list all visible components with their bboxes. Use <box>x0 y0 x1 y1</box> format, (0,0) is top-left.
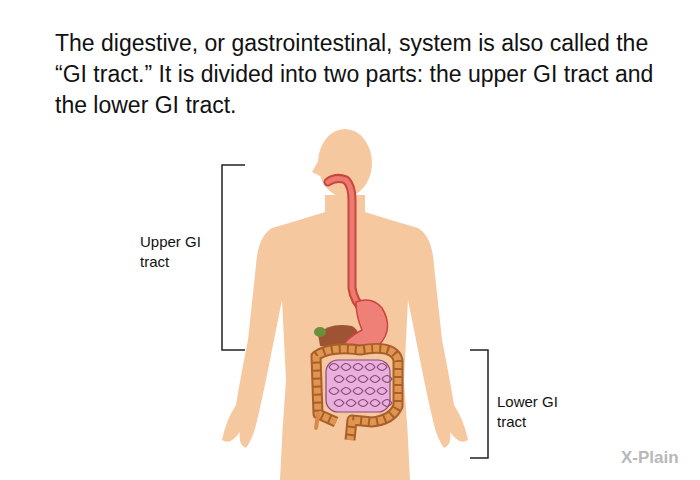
digestive-organs <box>314 178 398 440</box>
body-silhouette <box>222 129 468 480</box>
intestine-coil <box>358 400 368 407</box>
brackets <box>222 165 488 458</box>
watermark: X-Plain <box>621 448 696 468</box>
intestine-coil <box>358 376 368 383</box>
intestine-coil <box>370 400 380 407</box>
intestine-coil <box>365 364 375 371</box>
intestine-coil <box>346 400 356 407</box>
title-text: The digestive, or gastrointestinal, syst… <box>55 28 670 121</box>
intestine-coil <box>382 376 392 383</box>
region-label: Lower GI tract <box>497 392 569 432</box>
region-label: Upper GI tract <box>140 232 212 272</box>
intestine-coil <box>329 388 339 395</box>
intestine-coil <box>341 364 351 371</box>
intestine-coil <box>334 400 344 407</box>
intestine-coil <box>370 376 380 383</box>
intestine-coil <box>346 376 356 383</box>
intestine-coil <box>341 388 351 395</box>
lower-bracket <box>470 350 488 458</box>
upper-bracket <box>222 165 245 350</box>
intestine-coil <box>382 400 392 407</box>
intestine-coil <box>353 388 363 395</box>
intestine-coil <box>353 364 363 371</box>
intestine-coil <box>377 388 387 395</box>
intestine-coil <box>329 364 339 371</box>
intestine-coil <box>365 388 375 395</box>
intestine-coil <box>377 364 387 371</box>
intestine-coil <box>334 376 344 383</box>
